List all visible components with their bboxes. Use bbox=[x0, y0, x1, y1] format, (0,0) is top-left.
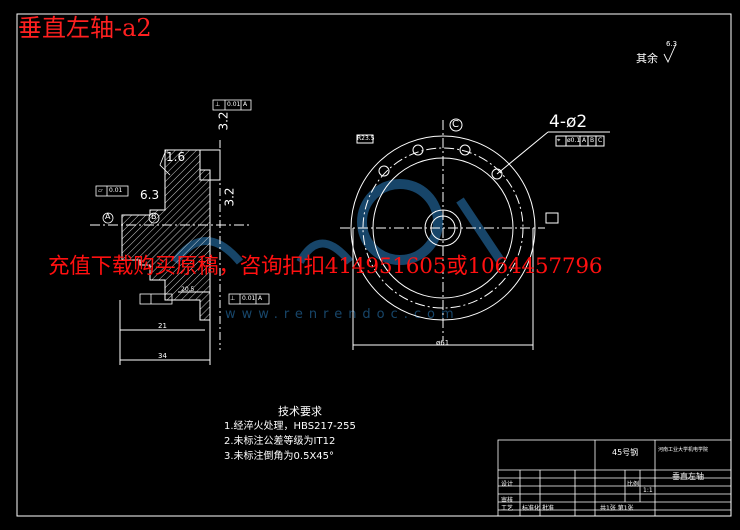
title-block bbox=[497, 439, 732, 517]
perp-top-value: 0.01 bbox=[227, 101, 241, 108]
bolt-hole-1 bbox=[378, 165, 390, 177]
tech-item-2: 2.未标注公差等级为IT12 bbox=[224, 436, 336, 447]
roughness-symbol bbox=[663, 43, 677, 64]
surface-value: 6.3 bbox=[666, 40, 678, 48]
front-view bbox=[340, 118, 610, 350]
perp-top-sym: ⊥ bbox=[215, 101, 221, 108]
bolt-hole-3 bbox=[459, 144, 471, 156]
tech-item-1: 1.经淬火处理，HBS217-255 bbox=[224, 421, 356, 432]
tb-cell-review: 审核 bbox=[501, 497, 514, 504]
bolt-hole-2 bbox=[412, 144, 424, 156]
datum-b-label: B bbox=[151, 212, 157, 221]
perp-bottom-value: 0.01 bbox=[242, 295, 256, 302]
dim-21-label: 21 bbox=[158, 322, 167, 330]
roughness-step: 1.6 bbox=[166, 150, 186, 164]
tb-scale: 1:1 bbox=[643, 487, 653, 494]
tb-school: 河南工业大学机电学院 bbox=[658, 447, 709, 453]
hole-tol-c: C bbox=[598, 137, 603, 144]
flat-left-sym: ▱ bbox=[98, 187, 103, 194]
perp-top-datum: A bbox=[243, 101, 248, 108]
section-view bbox=[90, 140, 250, 365]
datum-c-label: C bbox=[452, 119, 459, 130]
hole-tol-b: B bbox=[590, 137, 595, 144]
flat-left-value: 0.01 bbox=[109, 187, 123, 194]
hole-tol-sym: ⌖ bbox=[557, 137, 561, 144]
hole-tol-a: A bbox=[582, 137, 587, 144]
drawing-title-watermark: 垂直左轴-a2 bbox=[18, 14, 152, 42]
bolt-hole-4 bbox=[491, 168, 503, 180]
tb-material: 45号钢 bbox=[612, 448, 639, 457]
promo-banner: 充值下载购买原稿，咨询扣扣414951605或1064457796 bbox=[48, 254, 603, 279]
tb-scale-label: 比例 bbox=[627, 481, 640, 488]
dim-20-label: 20.5 bbox=[181, 286, 195, 293]
tb-cell-design: 设计 bbox=[501, 481, 514, 488]
small-dim-label: R23.5 bbox=[357, 135, 375, 142]
tb-sheet: 共1张 第1张 bbox=[600, 505, 634, 512]
tech-heading: 技术要求 bbox=[278, 405, 322, 418]
perp-bottom-sym: ⊥ bbox=[230, 295, 236, 302]
hole-spec-label: 4-ø2 bbox=[549, 112, 588, 132]
dim-34-label: 34 bbox=[158, 352, 167, 360]
diameter-label: ø61 bbox=[436, 339, 450, 347]
hole-tol-value: ø0.1 bbox=[567, 137, 581, 144]
tech-item-3: 3.未标注倒角为0.5X45° bbox=[224, 451, 335, 462]
tb-cell-process: 工艺 bbox=[501, 505, 514, 512]
datum-a-label: A bbox=[105, 212, 111, 221]
roughness-mid: 3.2 bbox=[222, 187, 237, 207]
flange-top bbox=[199, 149, 221, 181]
tb-cell-standard: 标准化 bbox=[522, 505, 541, 512]
tb-cell-approve: 批准 bbox=[542, 505, 555, 512]
section-annotations bbox=[95, 99, 270, 305]
surface-label: 其余 bbox=[636, 52, 658, 65]
roughness-left: 6.3 bbox=[140, 188, 160, 202]
tb-part-name: 垂直左轴 bbox=[672, 472, 704, 481]
perp-bottom-datum: A bbox=[258, 295, 263, 302]
drawing-border bbox=[16, 13, 732, 517]
roughness-top: 3.2 bbox=[216, 111, 231, 131]
svg-text:www.renrendoc.com: www.renrendoc.com bbox=[225, 307, 460, 322]
